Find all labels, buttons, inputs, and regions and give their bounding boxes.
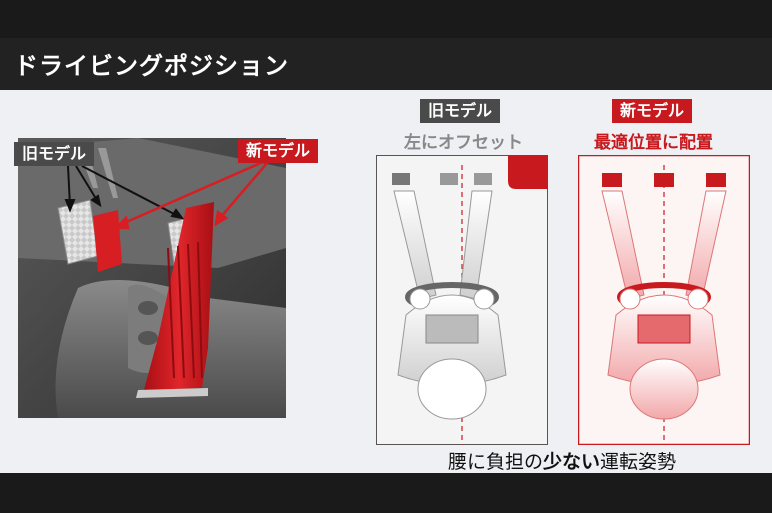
new-pedal-accel [706, 173, 726, 187]
new-head [629, 358, 699, 420]
new-pedal-clutch [602, 173, 622, 187]
old-label-arrows [64, 165, 185, 220]
new-brake-pedal [93, 210, 122, 272]
old-offset-marker [508, 155, 548, 189]
new-model-subtitle: 最適位置に配置 [594, 133, 713, 153]
new-pedal-brake [654, 173, 674, 187]
old-model-diagram [376, 155, 548, 445]
title-bar: ドライビングポジション [0, 38, 772, 92]
footer-bar [0, 473, 772, 513]
old-pedal-clutch [392, 173, 410, 185]
old-model-subtitle: 左にオフセット [404, 133, 523, 153]
caption-suffix: 運転姿勢 [600, 451, 677, 473]
photo-old-model-label: 旧モデル [14, 142, 95, 166]
caption-emphasis: 少ない [542, 451, 600, 473]
bottom-caption: 腰に負担の少ない運転姿勢 [376, 447, 748, 474]
pedal-illustration [18, 138, 286, 418]
old-pedal-brake [440, 173, 458, 185]
photo-new-model-label: 新モデル [238, 139, 319, 163]
new-model-label: 新モデル [612, 99, 693, 123]
new-model-diagram [578, 155, 750, 445]
old-pedal-accel [474, 173, 492, 185]
page-title: ドライビングポジション [14, 52, 289, 80]
new-accelerator-pedal [144, 202, 214, 390]
new-label-arrows [112, 160, 269, 230]
old-model-label: 旧モデル [420, 99, 501, 123]
old-head [417, 358, 487, 420]
caption-prefix: 腰に負担の [447, 451, 543, 473]
